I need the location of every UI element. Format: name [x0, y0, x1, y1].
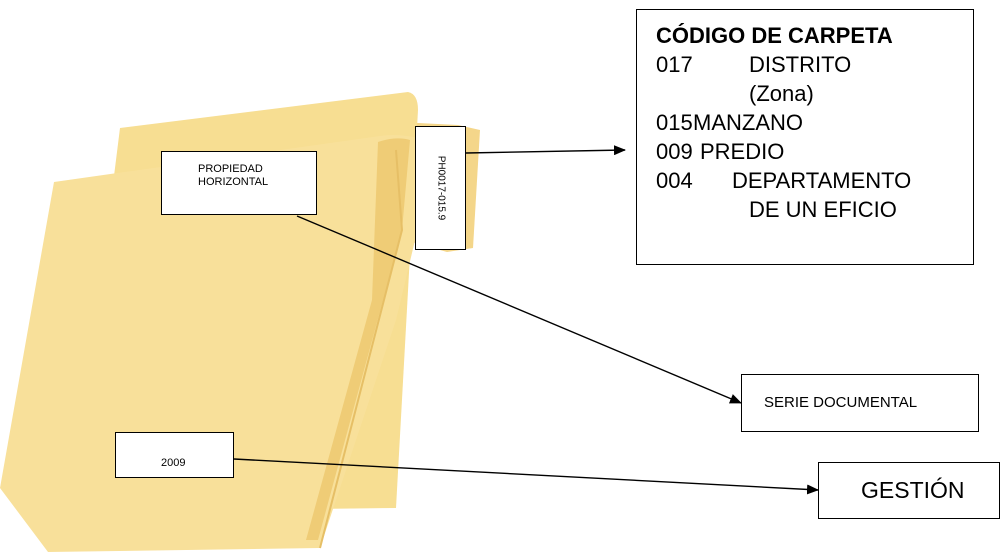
- folder-label-line-2: HORIZONTAL: [198, 176, 316, 189]
- folder-label-line-1: PROPIEDAD: [198, 163, 316, 176]
- info-row-code: 017: [656, 50, 693, 79]
- info-row-desc: DISTRITO: [749, 50, 851, 79]
- folder-code-info-box: CÓDIGO DE CARPETA 017 DISTRITO (Zona) 01…: [636, 9, 974, 265]
- info-row-predio: 009 PREDIO: [656, 137, 973, 166]
- folder-tab-code-text: PH0017-015.9: [435, 156, 446, 221]
- folder-tab-code-label: PH0017-015.9: [415, 126, 466, 250]
- folder-label-propiedad-horizontal: PROPIEDAD HORIZONTAL: [161, 151, 317, 215]
- info-row-code: 009: [656, 137, 693, 166]
- info-row-desc: (Zona): [749, 79, 814, 108]
- info-row-departamento: 004 DEPARTAMENTO: [656, 166, 973, 195]
- arrow-to-code-box: [466, 150, 625, 153]
- serie-documental-box: SERIE DOCUMENTAL: [741, 374, 979, 432]
- info-box-title: CÓDIGO DE CARPETA: [656, 21, 973, 50]
- gestion-label: GESTIÓN: [861, 477, 965, 503]
- folder-year-text: 2009: [161, 457, 185, 469]
- info-row-desc: DEPARTAMENTO: [732, 166, 911, 195]
- info-row-desc: MANZANO: [693, 108, 803, 137]
- info-row-code: 015: [656, 108, 693, 137]
- info-row-code: 004: [656, 166, 693, 195]
- gestion-box: GESTIÓN: [818, 462, 1000, 519]
- info-row-desc: PREDIO: [700, 137, 784, 166]
- info-row-distrito: 017 DISTRITO: [656, 50, 973, 79]
- info-row-zona: (Zona): [656, 79, 973, 108]
- serie-documental-label: SERIE DOCUMENTAL: [764, 394, 917, 411]
- info-row-edificio: DE UN EFICIO: [656, 195, 973, 224]
- folder-label-year: 2009: [115, 432, 234, 478]
- info-row-manzano: 015 MANZANO: [656, 108, 973, 137]
- info-row-desc: DE UN EFICIO: [749, 195, 897, 224]
